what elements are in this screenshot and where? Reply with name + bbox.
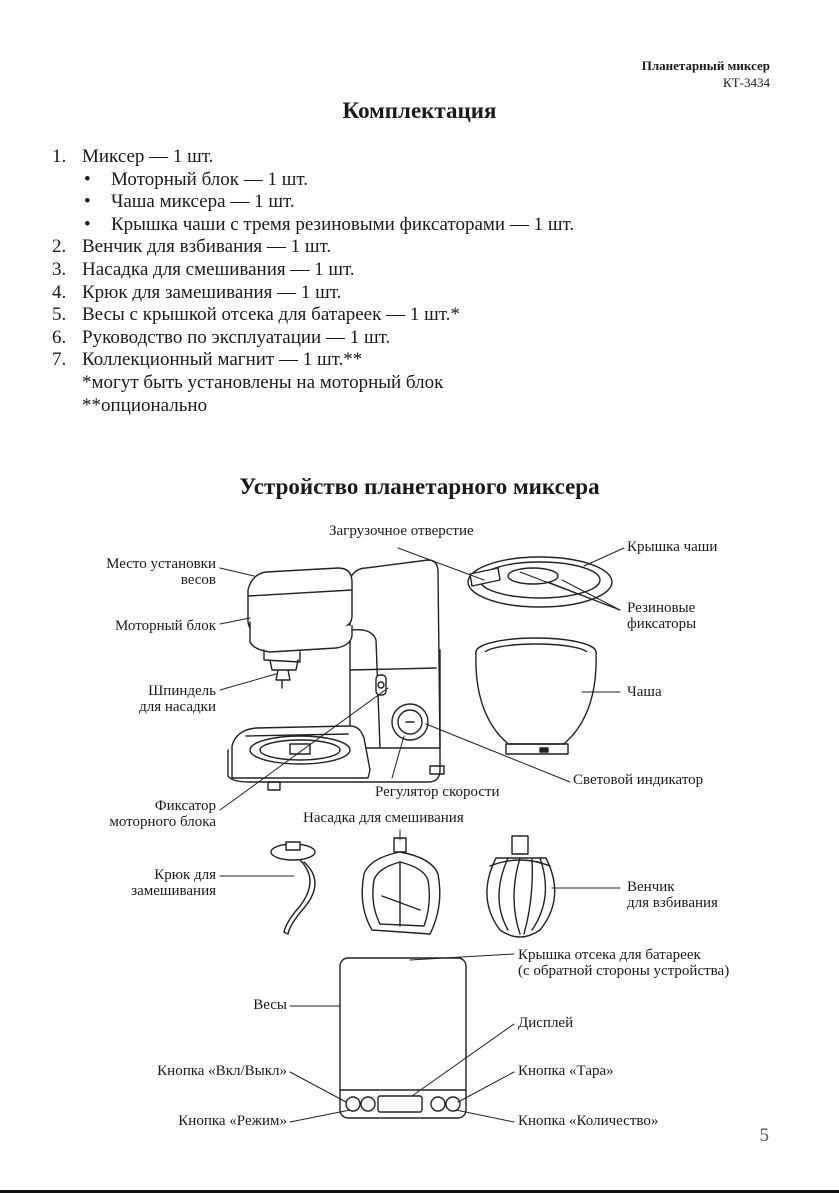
label-scales: Весы (253, 997, 287, 1013)
section-title-device: Устройство планетарного миксера (239, 474, 600, 499)
list-text: Крюк для замешивания — 1 шт. (82, 281, 342, 303)
hook-drawing (270, 841, 316, 935)
bowl-lid-drawing (467, 556, 613, 608)
label-whisk-1: Венчик (627, 879, 675, 895)
header-model: КТ-3434 (723, 75, 770, 90)
stand-mixer-drawing (227, 559, 445, 791)
label-tare-button: Кнопка «Тара» (518, 1063, 614, 1079)
label-rubber-2: фиксаторы (627, 616, 697, 632)
label-quantity-button: Кнопка «Количество» (518, 1113, 659, 1129)
list-text: Чаша миксера — 1 шт. (111, 191, 295, 213)
list-number: 7. (52, 349, 67, 371)
whisk-drawing (486, 835, 556, 938)
list-number: 1. (52, 146, 67, 167)
flat-beater-drawing (361, 837, 441, 935)
label-indicator: Световой индикатор (573, 772, 704, 788)
label-battery-cover-1: Крышка отсека для батареек (518, 947, 701, 963)
footnote-text: **опционально (82, 394, 208, 416)
label-hook-1: Крюк для (154, 867, 216, 883)
list-text: Моторный блок — 1 шт. (111, 168, 308, 190)
header-title: Планетарный миксер (641, 58, 770, 73)
section-title-contents: Комплектация (342, 98, 497, 123)
label-scale-place-1: Место установки (106, 556, 216, 572)
label-loading-opening: Загрузочное отверстие (329, 523, 474, 539)
label-scale-place-2: весов (180, 572, 216, 588)
label-mixing-attachment: Насадка для смешивания (303, 810, 464, 826)
list-number: 4. (52, 281, 67, 303)
label-bowl-lid: Крышка чаши (627, 539, 718, 555)
bullet: • (84, 213, 91, 235)
label-speed-control: Регулятор скорости (375, 784, 500, 800)
kitchen-scales-drawing (339, 957, 467, 1119)
label-motor-lock-2: моторного блока (109, 814, 216, 830)
label-whisk-2: для взбивания (627, 895, 718, 911)
list-text: Крышка чаши с тремя резиновыми фиксатора… (111, 213, 575, 235)
label-hook-2: замешивания (131, 883, 216, 899)
list-text: Руководство по эксплуатации — 1 шт. (82, 326, 391, 348)
footnote-text: *могут быть установлены на моторный блок (82, 371, 444, 393)
label-power-button: Кнопка «Вкл/Выкл» (157, 1063, 287, 1079)
list-text: Миксер — 1 шт. (82, 146, 214, 167)
label-mode-button: Кнопка «Режим» (178, 1113, 287, 1129)
bowl-drawing (475, 637, 597, 755)
label-spindle-1: Шпиндель (148, 683, 216, 699)
list-number: 6. (52, 326, 67, 348)
label-bowl: Чаша (627, 684, 662, 700)
mixer-diagram (219, 547, 625, 1123)
label-motor-lock-1: Фиксатор (154, 798, 216, 814)
page-number: 5 (759, 1125, 770, 1146)
list-number: 5. (52, 304, 67, 326)
bottom-rule (0, 1190, 839, 1193)
label-rubber-1: Резиновые (627, 600, 696, 616)
list-text: Весы с крышкой отсека для батареек — 1 ш… (82, 304, 460, 326)
bullet: • (84, 191, 91, 213)
label-display: Дисплей (518, 1015, 574, 1031)
leader-lines (219, 547, 625, 1123)
label-motor-block: Моторный блок (114, 618, 216, 634)
list-text: Коллекционный магнит — 1 шт.** (82, 349, 363, 371)
label-spindle-2: для насадки (139, 699, 216, 715)
list-number: 2. (52, 236, 67, 258)
list-text: Насадка для смешивания — 1 шт. (82, 258, 355, 280)
list-text: Венчик для взбивания — 1 шт. (82, 236, 332, 258)
list-number: 3. (52, 258, 67, 280)
label-battery-cover-2: (с обратной стороны устройства) (518, 963, 730, 979)
bullet: • (84, 168, 91, 190)
